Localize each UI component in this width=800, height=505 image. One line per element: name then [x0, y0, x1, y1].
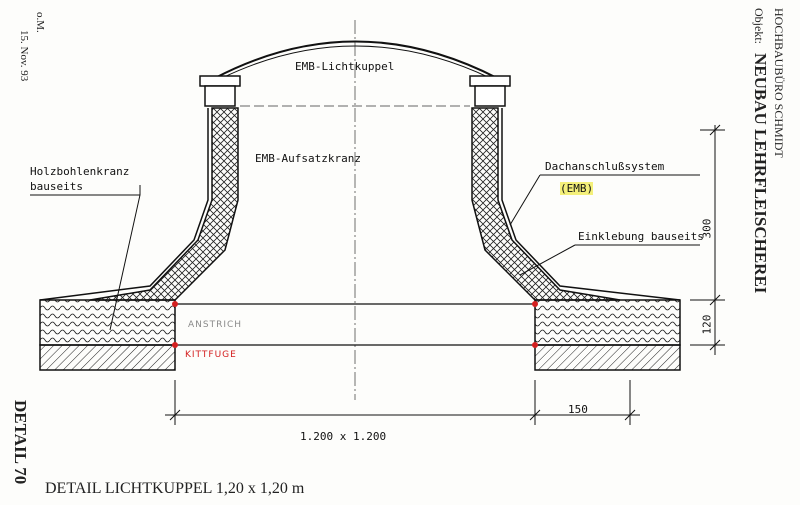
- label-roof-system-brand: (EMB): [560, 182, 594, 195]
- date: 15. Nov. 93: [18, 30, 30, 82]
- office-name: HOCHBAUBÜRO SCHMIDT: [772, 8, 786, 158]
- joint-marker: [172, 301, 178, 307]
- dimension-height-upper: 300: [700, 218, 714, 239]
- object-label: Objekt:: [752, 8, 766, 44]
- frame-left: [199, 75, 241, 87]
- drawing-title: DETAIL LICHTKUPPEL 1,20 x 1,20 m: [45, 480, 305, 497]
- roof-insulation-left: [39, 299, 176, 346]
- detail-number: DETAIL 70: [11, 400, 30, 485]
- frame-right: [469, 75, 511, 87]
- dimension-lines: [165, 124, 725, 425]
- dimension-opening: 1.200 x 1.200: [300, 430, 387, 443]
- dome: [214, 40, 498, 79]
- object-name: NEUBAU LEHRFLEISCHEREI: [751, 53, 770, 294]
- joint-marker: [532, 301, 538, 307]
- label-wood-curb-1: Holzbohlenkranz: [30, 165, 130, 178]
- joint-marker: [532, 342, 538, 348]
- initials: o.M.: [34, 12, 46, 33]
- concrete-slab-right: [534, 344, 681, 371]
- joint-marker: [172, 342, 178, 348]
- label-bonding: Einklebung bauseits: [578, 230, 704, 243]
- dimension-height-lower: 120: [700, 314, 714, 335]
- concrete-slab-left: [39, 344, 176, 371]
- label-joint: KITTFUGE: [185, 350, 237, 360]
- label-roof-system: Dachanschlußsystem: [545, 160, 665, 173]
- object-line: Objekt: NEUBAU LEHRFLEISCHEREI: [750, 8, 770, 293]
- label-wood-curb-2: bauseits: [30, 180, 83, 193]
- dimension-edge: 150: [568, 403, 588, 416]
- label-curb: EMB-Aufsatzkranz: [255, 152, 361, 165]
- label-dome: EMB-Lichtkuppel: [295, 60, 395, 73]
- label-paint: ANSTRICH: [188, 320, 243, 330]
- roof-insulation-right: [534, 299, 681, 346]
